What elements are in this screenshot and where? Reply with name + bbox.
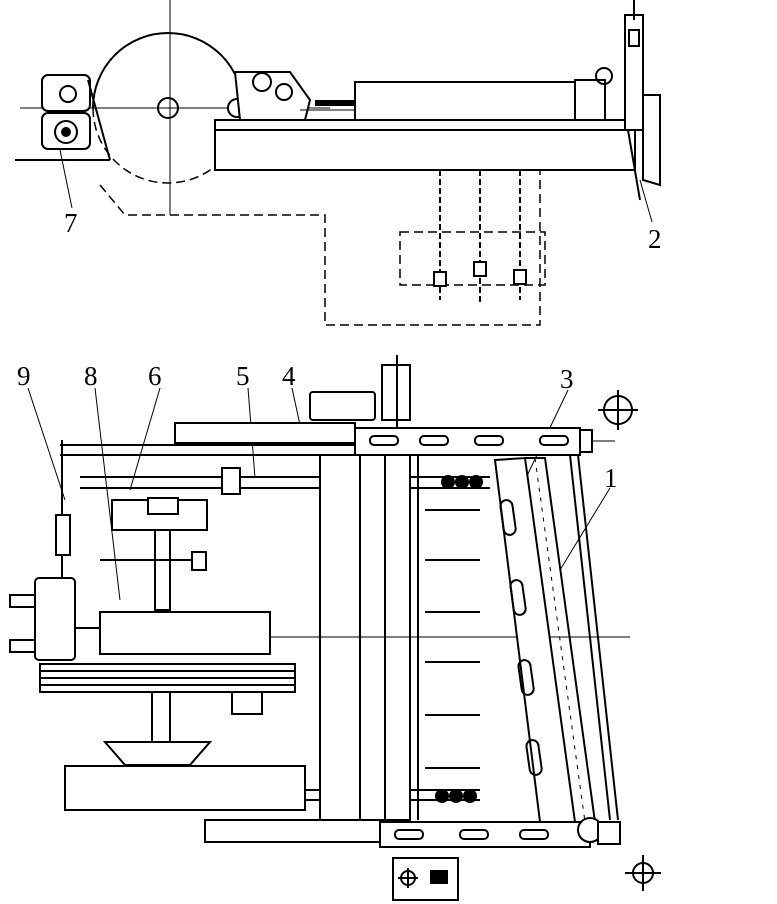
elevation-view [15,0,661,326]
vertical-shaft [154,529,171,611]
coupling [441,475,483,489]
callout-8: 8 [84,361,98,391]
motor [34,577,76,661]
motor-box [309,391,376,421]
gear-housing [233,71,312,121]
hidden-outline [99,170,541,326]
callout-7: 7 [64,208,78,238]
shaft-support [102,741,213,766]
motor [41,74,91,112]
side-plate [642,94,661,187]
leader-line-4 [291,387,301,426]
bottom-slotted-beam [379,821,591,848]
plan-view [9,355,661,901]
callout-4: 4 [282,361,296,391]
main-beam [214,119,636,171]
bottom-rail [204,819,381,843]
leader-line-2 [639,179,653,223]
guide-rods [425,509,480,769]
leader-line-1 [559,487,611,571]
chains [433,170,527,305]
callout-2: 2 [648,224,662,254]
base-plate [64,765,306,811]
callout-3: 3 [560,364,574,394]
gear-icon [252,72,272,92]
top-slotted-beam [354,427,581,456]
large-wheel [92,32,244,109]
leader-line-7 [59,149,73,209]
leader-line-9 [27,387,66,501]
leader-line-8 [94,387,121,601]
inclined-frame [493,456,577,823]
registration-mark-icon [625,855,661,891]
belt-pulley [39,663,296,693]
control-panel [392,857,459,901]
gearbox [99,611,271,655]
callout-6: 6 [148,361,162,391]
wheel-hub [157,97,179,119]
callout-9: 9 [17,361,31,391]
coupling [435,789,477,803]
callout-1: 1 [604,463,618,493]
leader-line-6 [129,387,161,491]
registration-mark-icon [598,390,638,430]
carriage-box [354,81,576,121]
top-rail [174,422,356,444]
upright [624,14,644,131]
gear-icon [275,83,293,101]
callout-5: 5 [236,361,250,391]
